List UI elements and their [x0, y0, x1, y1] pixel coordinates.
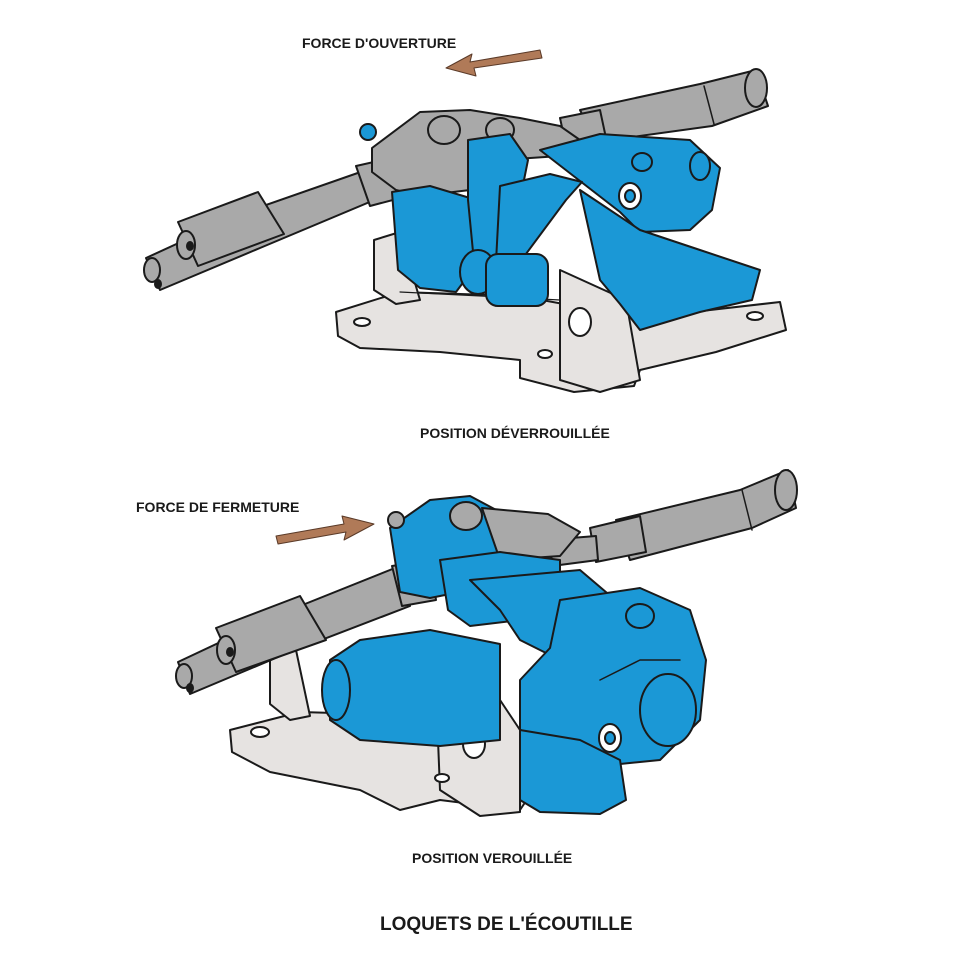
latch-unlocked-assembly: [143, 49, 787, 393]
rod-right-bottom: [545, 469, 798, 567]
rod-right-top: [559, 68, 769, 147]
locked-position-caption: POSITION VEROUILLÉE: [412, 850, 573, 866]
closing-force-label: FORCE DE FERMETURE: [136, 499, 300, 515]
opening-force-label: FORCE D'OUVERTURE: [302, 35, 457, 51]
arrow-right-icon: [275, 515, 375, 545]
main-title: LOQUETS DE L'ÉCOUTILLE: [380, 914, 633, 935]
hinge-yoke-bottom: [387, 495, 581, 599]
latch-body-bottom: [321, 551, 707, 815]
unlocked-position-caption: POSITION DÉVERROUILLÉE: [420, 425, 610, 441]
latch-body-top: [391, 133, 761, 331]
latch-locked-assembly: [175, 469, 798, 817]
rod-left-top: [143, 155, 409, 291]
arrow-left-icon: [445, 49, 543, 77]
